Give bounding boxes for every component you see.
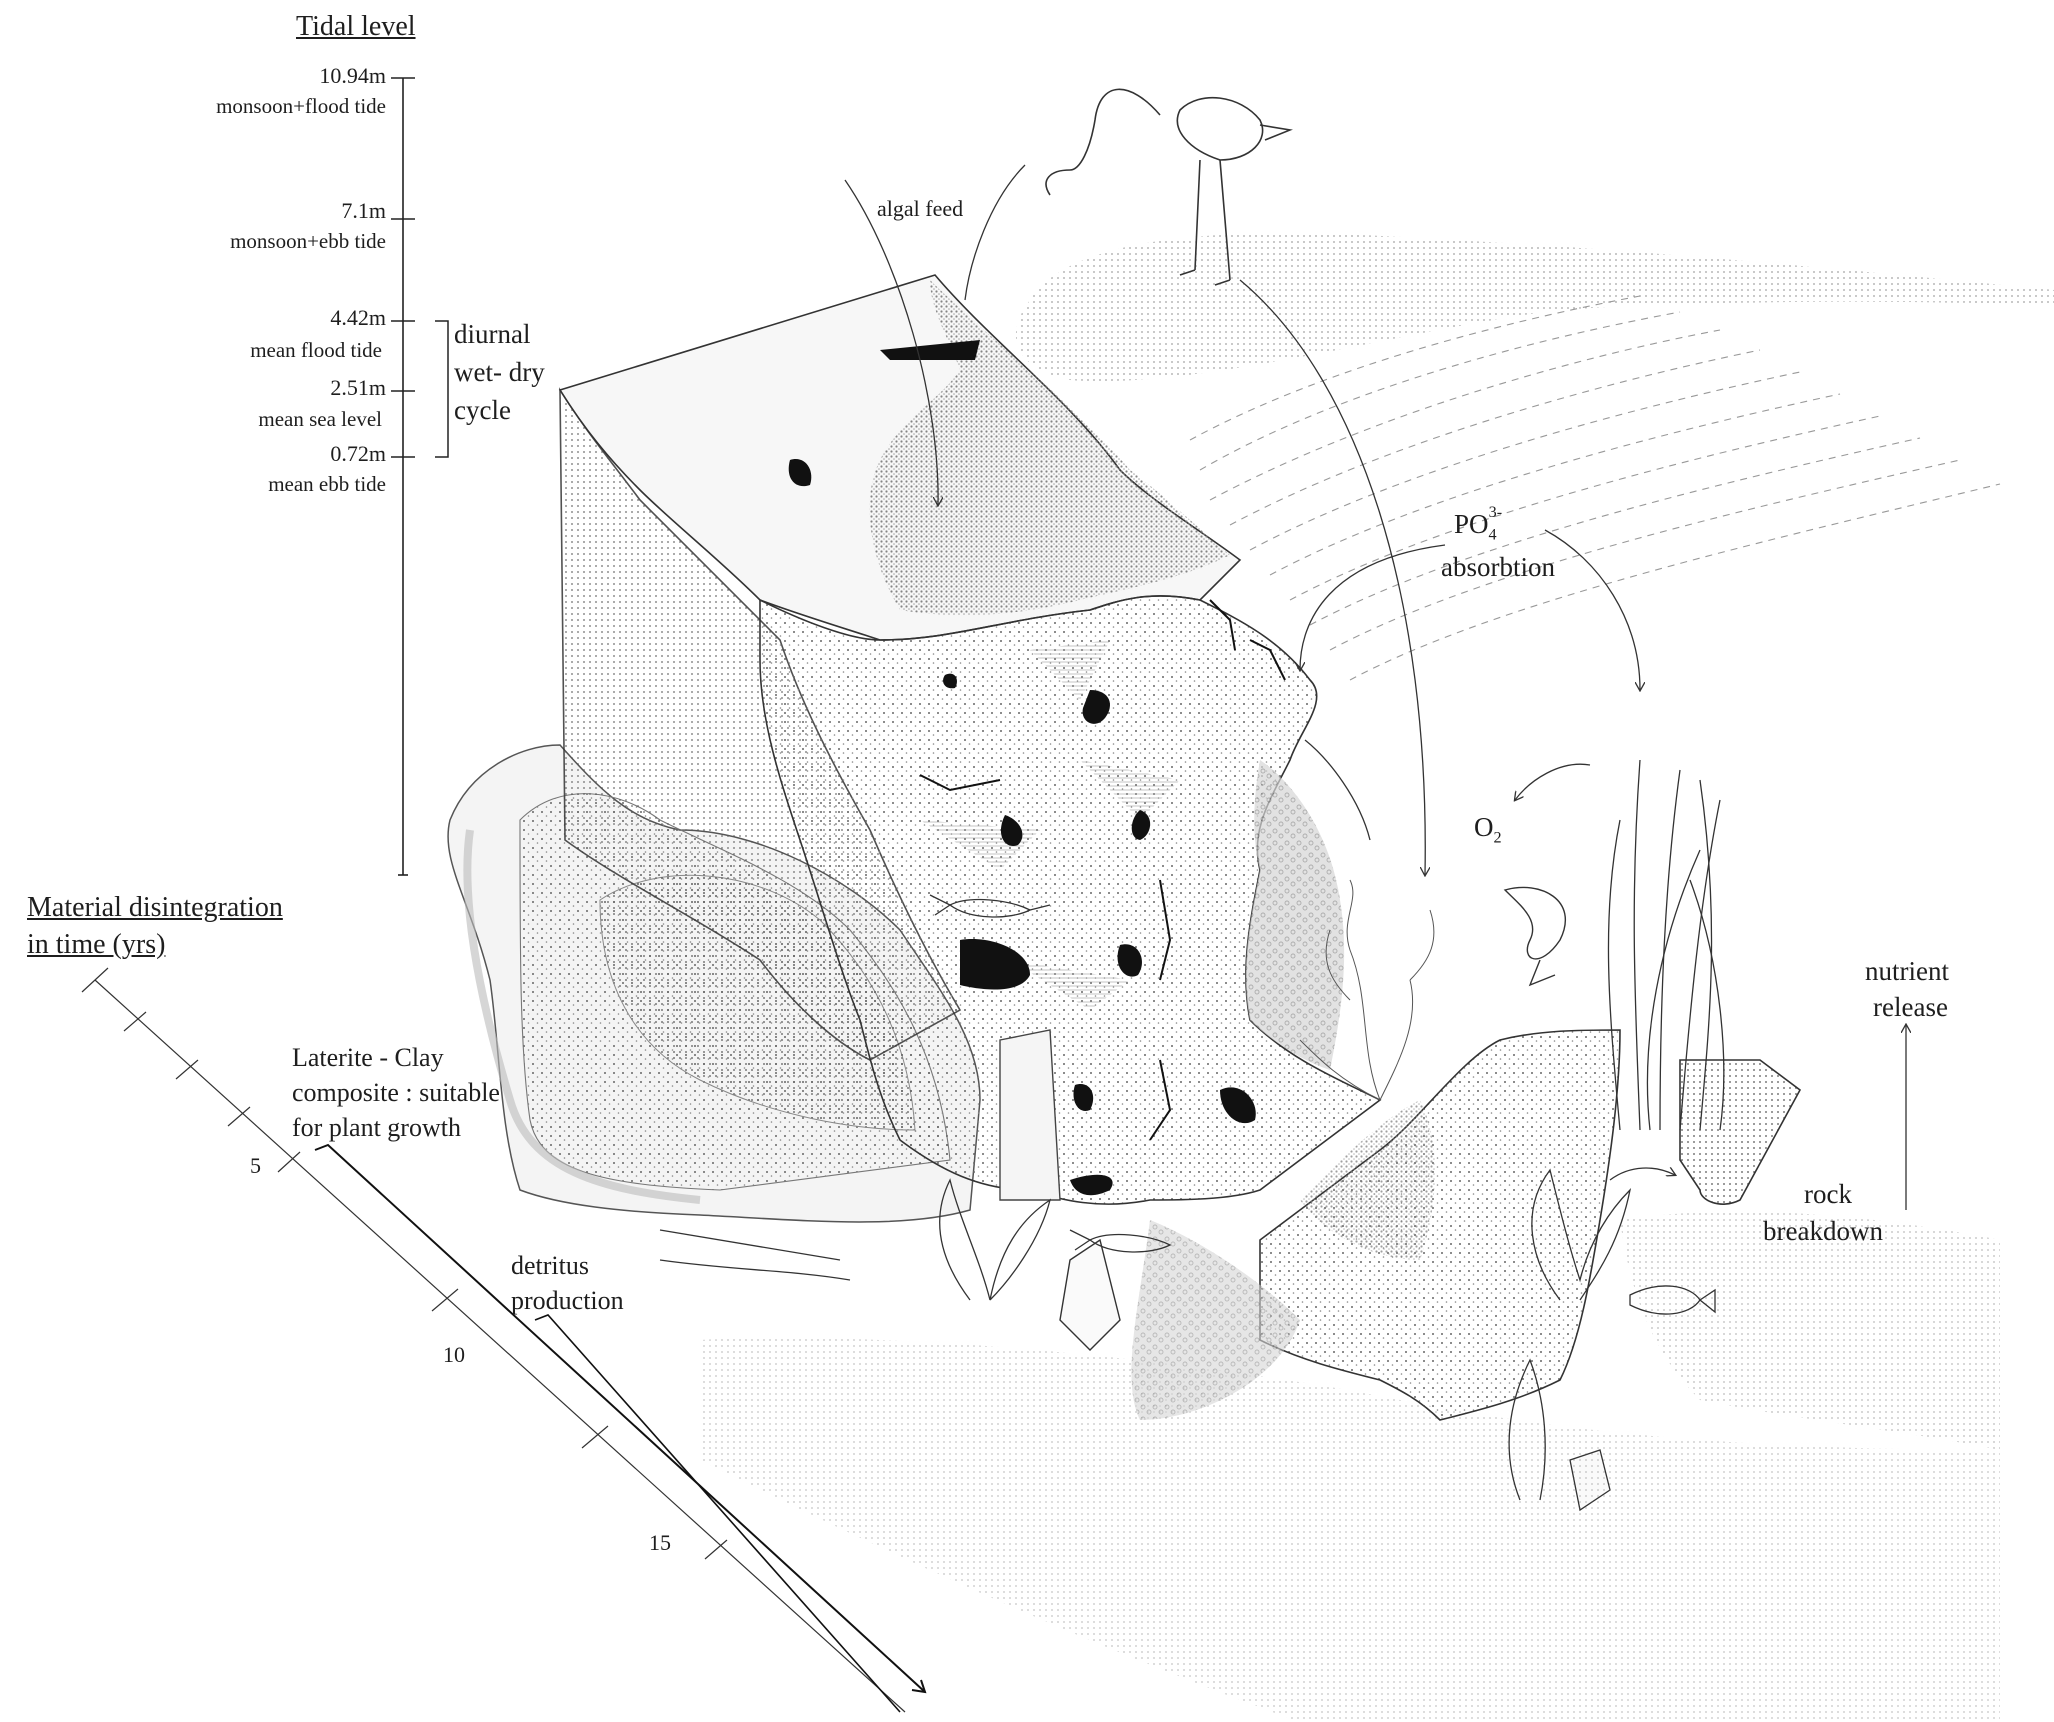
tide-value-1: 10.94m (319, 63, 386, 89)
diurnal-label-3: cycle (454, 394, 511, 426)
o2-label: O2 (1474, 811, 1502, 848)
block-side-shade (1246, 760, 1344, 1070)
po4-label: PO43- (1454, 508, 1510, 545)
nutrient-release-label-1: nutrient (1865, 955, 1949, 987)
rock-piece-bottom (1060, 1240, 1120, 1350)
tide-label-1: monsoon+flood tide (216, 94, 386, 119)
rock-shard-small (1000, 1030, 1060, 1200)
diurnal-label-2: wet- dry (454, 356, 545, 388)
tidal-scale-axis (391, 78, 415, 875)
detritus-label-1: detritus (511, 1250, 589, 1281)
rock-shard (1680, 1060, 1800, 1204)
absorption-label: absorbtion (1441, 551, 1555, 583)
rock-breakdown-label-2: breakdown (1763, 1215, 1883, 1247)
time-axis-title-2: in time (yrs) (27, 928, 165, 962)
fish-large (1505, 887, 1565, 985)
time-tick-5: 5 (250, 1153, 261, 1179)
tide-value-4: 2.51m (330, 375, 386, 401)
tide-value-2: 7.1m (341, 198, 386, 224)
diurnal-bracket (435, 321, 448, 457)
tidal-level-title: Tidal level (296, 10, 416, 44)
laterite-label-3: for plant growth (292, 1112, 461, 1143)
tide-value-5: 0.72m (330, 441, 386, 467)
algal-feed-label: algal feed (877, 196, 963, 222)
tide-label-3: mean flood tide (250, 338, 382, 363)
detritus-label-2: production (511, 1285, 624, 1316)
diurnal-label-1: diurnal (454, 318, 530, 350)
time-tick-10: 10 (443, 1342, 465, 1368)
nutrient-release-label-2: release (1873, 991, 1948, 1023)
laterite-label-2: composite : suitable (292, 1077, 500, 1108)
rock-breakdown-label-1: rock (1804, 1178, 1852, 1210)
ground-stipple-right (1620, 1212, 2000, 1450)
sand-band (1016, 233, 2054, 381)
tide-value-3: 4.42m (330, 305, 386, 331)
tide-label-4: mean sea level (258, 407, 382, 432)
laterite-label-1: Laterite - Clay (292, 1042, 444, 1073)
tide-label-5: mean ebb tide (268, 472, 386, 497)
time-axis-title-1: Material disintegration (27, 891, 283, 925)
time-tick-15: 15 (649, 1530, 671, 1556)
tide-label-2: monsoon+ebb tide (230, 229, 386, 254)
